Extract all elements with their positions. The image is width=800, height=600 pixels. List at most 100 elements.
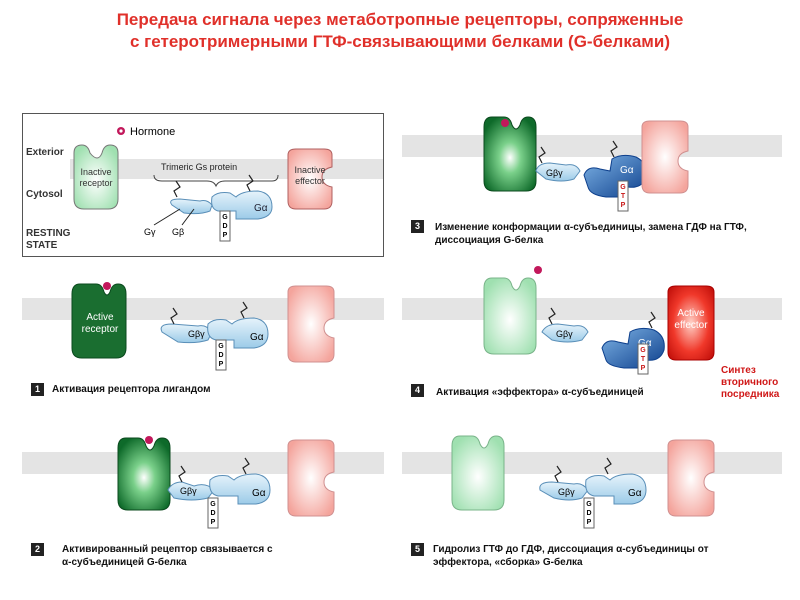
effector-label-2: effector [295, 176, 325, 186]
resting-state-panel: Hormone Exterior Cytosol RESTING STATE I… [22, 113, 384, 257]
svg-text:P: P [211, 519, 216, 526]
step-2-number: 2 [31, 543, 44, 556]
gbg-label: Gβγ [556, 329, 573, 339]
note-line-1: Синтез [721, 365, 756, 376]
galpha-label: Gα [620, 165, 634, 176]
step-2-caption: Активированный рецептор связывается с α-… [62, 543, 273, 569]
trimeric-label: Trimeric Gs protein [161, 162, 237, 172]
galpha-subunit [209, 473, 271, 505]
gbg-label: Gβγ [546, 168, 563, 178]
caption-line-1: Гидролиз ГТФ до ГДФ, диссоциация α-субъе… [433, 544, 709, 555]
gbg-label: Gβγ [188, 329, 205, 339]
effector-label-1: Active [677, 308, 705, 319]
svg-text:D: D [210, 510, 215, 517]
inactive-receptor [73, 144, 119, 210]
cytosol-label: Cytosol [26, 189, 63, 200]
gbeta-gamma [170, 198, 213, 215]
svg-text:T: T [641, 356, 646, 363]
svg-text:D: D [586, 510, 591, 517]
step-3-number: 3 [411, 220, 424, 233]
svg-text:G: G [620, 184, 626, 191]
page-title: Передача сигнала через метаботропные рец… [0, 9, 800, 53]
exterior-label: Exterior [26, 147, 64, 158]
galpha-label: Gα [252, 488, 266, 499]
receptor-label-1: Inactive [80, 167, 111, 177]
inactive-effector [287, 148, 333, 210]
galpha-label: Gα [250, 332, 264, 343]
membrane [402, 135, 782, 157]
resting-label: RESTING [26, 228, 71, 239]
svg-text:G: G [586, 501, 592, 508]
hormone-icon [534, 266, 542, 274]
note-line-2: вторичного [721, 377, 779, 388]
active-receptor [71, 283, 127, 359]
inactive-effector [667, 439, 715, 517]
state-label: STATE [26, 240, 58, 251]
svg-text:P: P [621, 202, 626, 209]
gdp-d: D [222, 223, 227, 230]
inactive-receptor [483, 277, 537, 355]
galpha-subunit [583, 154, 647, 198]
panel-5: Gβγ Gα G D P [402, 428, 782, 529]
step-5-caption: Гидролиз ГТФ до ГДФ, диссоциация α-субъе… [433, 543, 708, 569]
gbg-label: Gβγ [180, 486, 197, 496]
svg-text:P: P [587, 519, 592, 526]
step-4-number: 4 [411, 384, 424, 397]
svg-text:G: G [210, 501, 216, 508]
title-line-1: Передача сигнала через метаботропные рец… [116, 10, 684, 29]
gdp-g: G [222, 214, 228, 221]
caption-line-2: эффектора, «сборка» G-белка [433, 557, 583, 568]
panel-4: Gβγ Gα G T P Active effector [402, 262, 782, 377]
active-receptor [483, 116, 537, 192]
note-line-3: посредника [721, 389, 780, 400]
inactive-effector [287, 285, 335, 363]
caption-line-2: α-субъединицей G-белка [62, 557, 187, 568]
effector-label-1: Inactive [294, 165, 325, 175]
gbeta-gamma [160, 323, 213, 344]
svg-text:G: G [218, 343, 224, 350]
galpha-subunit [601, 327, 665, 369]
galpha-label: Gα [254, 203, 268, 214]
gbeta-gamma [541, 323, 589, 343]
hormone-icon [501, 119, 509, 127]
galpha-subunit [211, 190, 273, 220]
galpha-label: Gα [628, 488, 642, 499]
panel-3: Gβγ Gα G T P [402, 113, 782, 213]
lipid-anchor-2 [246, 174, 254, 192]
inactive-effector [287, 439, 335, 517]
membrane [402, 298, 782, 320]
inactive-receptor [451, 435, 505, 511]
caption-line-2: диссоциация G-белка [435, 235, 544, 246]
active-receptor [117, 437, 171, 511]
step-4-caption: Активация «эффектора» α-субъединицей [436, 387, 644, 398]
gbg-label: Gβγ [558, 487, 575, 497]
gbeta-label: Gβ [172, 227, 184, 237]
gdp-p: P [223, 232, 228, 239]
step-3-caption: Изменение конформации α-субъединицы, зам… [435, 221, 747, 247]
hormone-icon [103, 282, 111, 290]
effector-label-2: effector [674, 320, 708, 331]
galpha-subunit [585, 473, 647, 505]
svg-text:G: G [640, 347, 646, 354]
caption-line-1: Изменение конформации α-субъединицы, зам… [435, 222, 747, 233]
gprotein-brace [153, 174, 279, 188]
svg-text:P: P [219, 361, 224, 368]
hormone-icon [145, 436, 153, 444]
ggamma-label: Gγ [144, 227, 156, 237]
lipid-anchor-1 [173, 180, 181, 198]
step-1-caption: Активация рецептора лигандом [52, 384, 211, 395]
second-messenger-note: Синтез вторичного посредника [721, 365, 779, 401]
gbeta-gamma [167, 481, 215, 501]
step-5-number: 5 [411, 543, 424, 556]
svg-text:P: P [641, 365, 646, 372]
receptor-label-2: receptor [79, 178, 112, 188]
panel-1: Active receptor Gβγ Gα G D P [22, 280, 384, 375]
svg-text:D: D [218, 352, 223, 359]
inactive-effector [641, 120, 689, 194]
step-1-number: 1 [31, 383, 44, 396]
receptor-label-1: Active [86, 312, 114, 323]
active-effector [667, 285, 715, 361]
panel-2: Gβγ Gα G D P [22, 428, 384, 529]
gbeta-gamma [535, 162, 581, 182]
title-line-2: с гетеротримерными ГТФ-связывающими белк… [130, 32, 670, 51]
